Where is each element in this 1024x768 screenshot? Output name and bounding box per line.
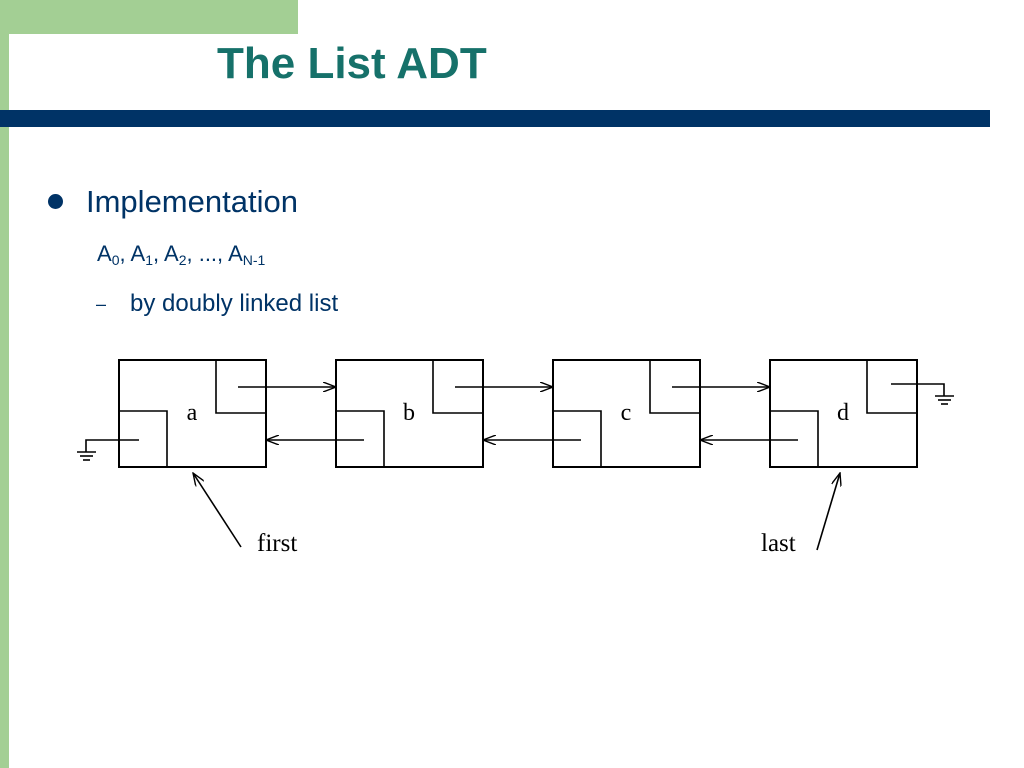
bullet-implementation: Implementation [86, 184, 298, 219]
prev-field [553, 410, 602, 467]
null-wire [85, 439, 139, 452]
list-node-b: b [335, 359, 484, 468]
seq-item-1: A1, [130, 241, 164, 268]
sub-bullet-doubly-linked-list: by doubly linked list [130, 290, 339, 317]
prev-field [119, 410, 168, 467]
list-node-d: d [769, 359, 918, 468]
seq-item-0: A0, [97, 241, 131, 268]
decorative-rounded-corner [9, 34, 129, 154]
seq-item-3: AN-1 [228, 241, 266, 268]
sequence-notation: A0, A1, A2, ..., AN-1 [97, 240, 265, 274]
next-field [432, 360, 483, 414]
bullet-dot-icon [48, 194, 63, 209]
node-label: d [837, 400, 849, 426]
last-pointer-label: last [761, 530, 796, 557]
slide-title: The List ADT [217, 39, 487, 88]
prev-field [336, 410, 385, 467]
list-node-a: a [118, 359, 267, 468]
next-field [866, 360, 917, 414]
first-pointer-arrow [193, 473, 242, 548]
first-pointer-label: first [257, 530, 297, 557]
node-label: b [403, 400, 415, 426]
list-node-c: c [552, 359, 701, 468]
node-label: c [621, 400, 632, 426]
sub-bullet-dash: – [96, 294, 107, 314]
null-ground-icon [891, 383, 954, 405]
seq-item-2: A2, ..., [164, 241, 229, 268]
next-field [215, 360, 266, 414]
decorative-left-band [0, 0, 9, 768]
node-label: a [187, 400, 198, 426]
decorative-top-band [0, 0, 298, 34]
title-underline-bar [0, 110, 990, 127]
next-field [649, 360, 700, 414]
last-pointer-arrow [816, 473, 840, 551]
prev-field [770, 410, 819, 467]
null-ground-icon [77, 439, 139, 461]
null-wire [891, 383, 945, 396]
